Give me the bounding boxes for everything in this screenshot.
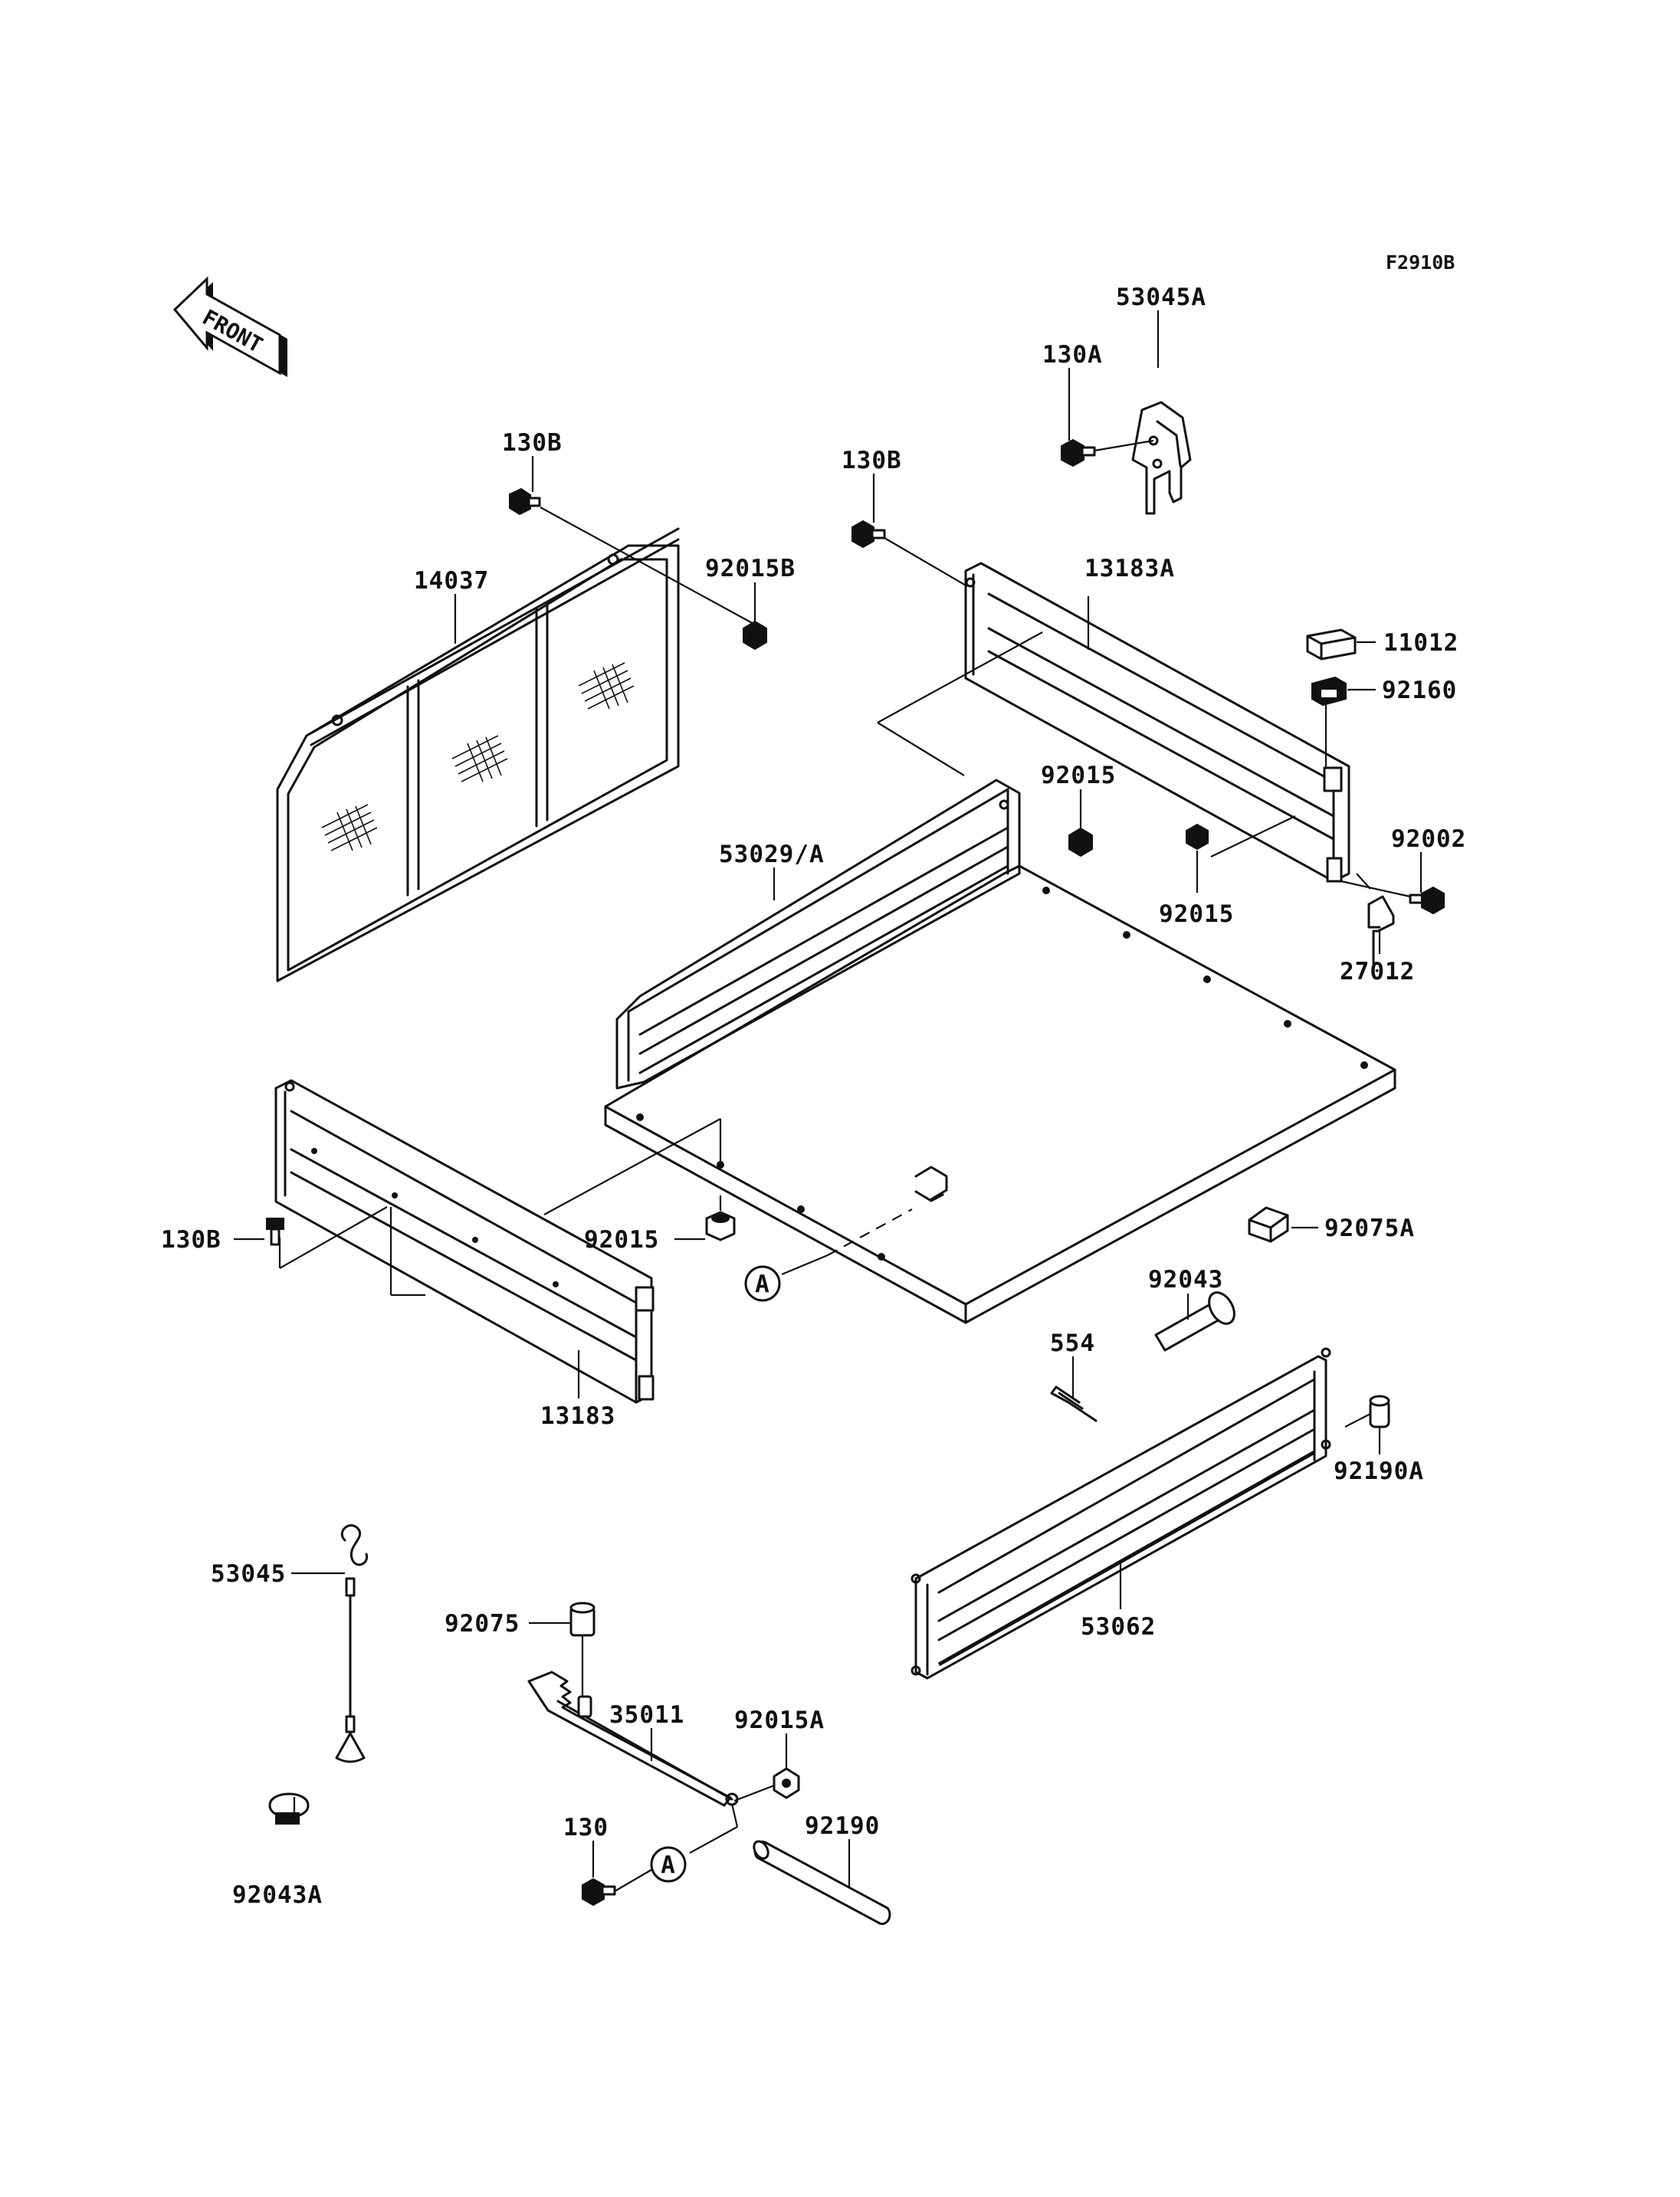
callout-27012: 27012 [1340,958,1415,985]
callout-11012: 11012 [1383,629,1459,657]
damper-92160-icon [1311,676,1347,707]
callout-53062: 53062 [1081,1613,1156,1641]
cap-11012-icon [1306,628,1357,661]
lanyard-pin-53045 [335,1524,369,1763]
callout-92015B: 92015B [705,555,796,582]
callout-92075: 92075 [445,1610,520,1638]
clip-92043a-icon [268,1792,310,1825]
callout-92160: 92160 [1382,677,1457,704]
callout-92043: 92043 [1148,1266,1223,1294]
ref-marker-a-2-label: A [661,1851,676,1879]
callout-92075A: 92075A [1324,1215,1415,1242]
bolt-130-icon [582,1877,616,1907]
ref-marker-a-2: A [650,1846,687,1883]
nut-92015b-icon [743,620,767,651]
nut-92015-a-icon [1068,827,1093,857]
cargo-bed [604,779,1396,1324]
callout-92015-b: 92015 [1159,900,1234,928]
rear-screen-panel [276,527,680,982]
stopper-92075a-icon [1248,1206,1289,1243]
figure-code: F2910B [1386,251,1455,274]
callout-130A: 130A [1042,341,1103,369]
callout-92015-a: 92015 [1041,762,1116,789]
callout-130: 130 [563,1814,609,1841]
callout-92015A: 92015A [734,1707,825,1734]
nut-92015-b-icon [1186,823,1209,851]
callout-92043A: 92043A [232,1881,323,1909]
bolt-130b-lower-icon [266,1218,284,1246]
callout-35011: 35011 [609,1701,684,1729]
bolt-130a-icon [1061,438,1096,467]
side-gate-left [274,1079,655,1404]
leader-lines [234,310,1422,1892]
callout-53045: 53045 [211,1560,286,1588]
callout-53045A: 53045A [1116,284,1206,311]
callout-53029A: 53029/A [719,841,825,868]
collar-92015-c-icon [705,1211,736,1241]
callout-92002: 92002 [1391,825,1466,853]
ref-marker-a-1: A [744,1265,781,1302]
callout-13183: 13183 [540,1402,615,1430]
clip-554-icon [1050,1385,1098,1422]
rod-35011 [527,1671,739,1807]
bolt-92002-icon [1409,886,1445,915]
pin-92043-icon [1154,1291,1235,1352]
callout-130B-a: 130B [502,429,563,457]
callout-554: 554 [1050,1330,1095,1357]
nut-92015a-icon [773,1767,800,1799]
latch-53045a [1131,401,1192,515]
callout-92190: 92190 [805,1812,880,1840]
collar-92190a-icon [1369,1395,1390,1428]
tailgate [911,1347,1331,1680]
cap-92075-icon [569,1602,596,1637]
callout-14037: 14037 [414,567,489,595]
ref-marker-a-1-label: A [755,1271,770,1298]
callout-13183A: 13183A [1084,555,1175,582]
callout-92015-c: 92015 [584,1226,659,1254]
bolt-130b-right-icon [851,520,886,549]
bolt-130b-left-icon [509,487,541,516]
callout-92190A: 92190A [1334,1458,1424,1485]
callout-130B-b: 130B [842,447,902,474]
bracket-27012-icon [1367,895,1395,975]
collar-92190 [753,1840,891,1926]
front-arrow-icon: FRONT [172,276,287,377]
callout-130B-c: 130B [161,1226,221,1254]
side-gate-right [964,562,1350,883]
